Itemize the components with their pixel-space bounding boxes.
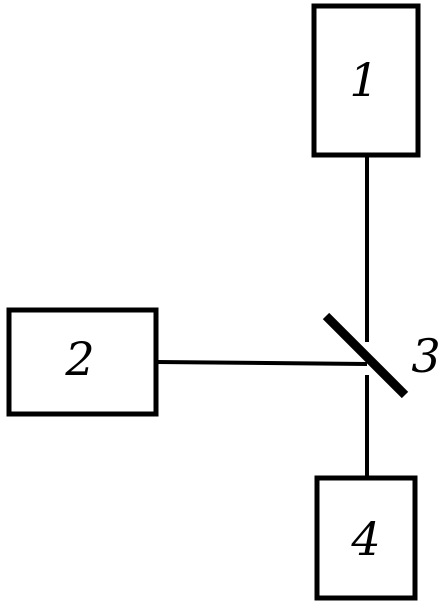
block-2-frame	[6, 307, 159, 417]
block-2-label: 2	[64, 332, 94, 386]
block-4: 4	[314, 475, 418, 601]
block-2: 2	[6, 307, 159, 417]
element-3: 3	[322, 312, 441, 399]
block-1: 1	[311, 3, 421, 158]
block-4-frame	[314, 475, 418, 601]
block-1-label: 1	[349, 53, 378, 107]
beam-splitter-mark	[322, 312, 409, 399]
element-3-label: 3	[411, 329, 440, 383]
connector-2-3	[156, 360, 368, 366]
block-1-frame	[311, 3, 421, 158]
block-4-label: 4	[350, 512, 380, 566]
